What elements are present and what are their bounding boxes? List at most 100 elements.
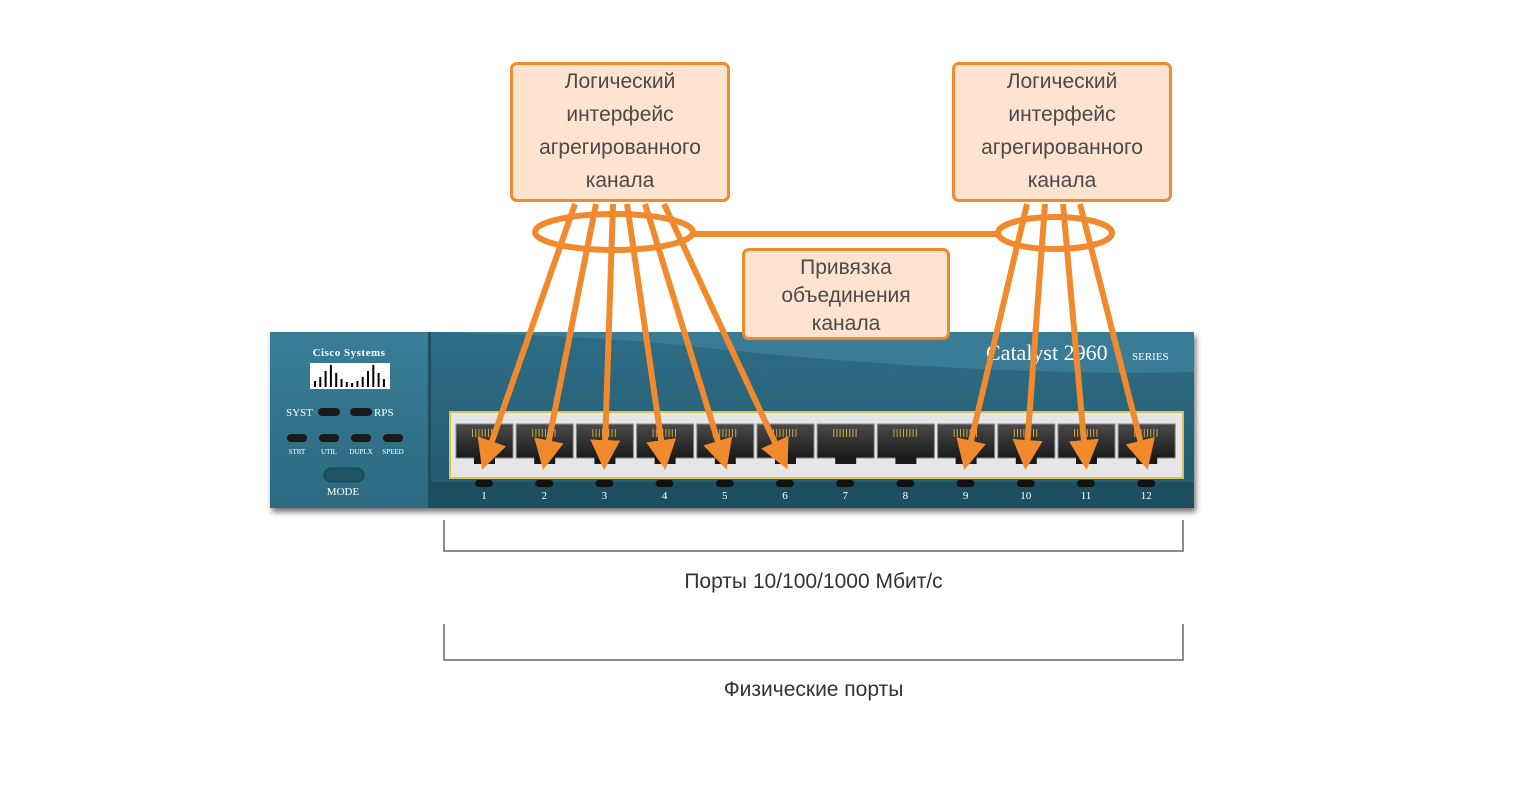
port-pin (896, 429, 898, 437)
callout-line: интерфейс (1008, 103, 1116, 126)
port-pin (1020, 429, 1022, 437)
port-pin (773, 429, 774, 437)
port-pin (915, 429, 917, 437)
port-pin (1017, 429, 1018, 437)
port-jack (756, 423, 815, 459)
port-pin (598, 429, 600, 437)
port-tab (474, 456, 495, 464)
port-pin (605, 429, 607, 437)
port-pin (655, 429, 657, 437)
cisco-logo-bars (314, 365, 385, 387)
port-pin (659, 429, 660, 437)
port-pin (668, 429, 670, 437)
port-number: 5 (722, 490, 728, 502)
port-tab (534, 456, 556, 464)
port-jack (997, 423, 1056, 459)
series-label: SERIES (1132, 351, 1169, 363)
port-number: 4 (662, 490, 668, 502)
port-pin (732, 429, 733, 437)
port-tab (1136, 456, 1158, 464)
port-led (836, 480, 855, 487)
speed-led (383, 434, 403, 442)
port-pin (785, 429, 787, 437)
physical-ports-caption: Физические порты (723, 678, 904, 701)
strt-label: STRT (289, 448, 306, 456)
port-tab (1076, 456, 1097, 464)
port-pin (795, 429, 797, 437)
port-pin (716, 429, 717, 437)
port-pin (893, 429, 895, 437)
port-pin (792, 429, 794, 437)
left-aggregation-ellipse (532, 211, 696, 253)
port-pin (735, 429, 737, 437)
port-pin (611, 429, 613, 437)
callout-line: агрегированного (981, 136, 1143, 159)
logo-bar (372, 365, 375, 387)
port-pin (614, 429, 616, 437)
channel-binding-callout: Привязка объединения канала (742, 248, 950, 340)
syst-led (318, 408, 340, 416)
port-pin (722, 429, 724, 437)
port-pin (538, 429, 540, 437)
duplx-label: DUPLX (349, 448, 372, 456)
logo-bar (335, 373, 338, 387)
port-jack (1057, 423, 1116, 459)
port-pin (484, 429, 486, 437)
callout-line: Логический (564, 70, 676, 93)
port-tab (895, 456, 917, 464)
port-pin (472, 429, 473, 437)
port-number: 3 (602, 490, 608, 502)
syst-label: SYST (286, 407, 313, 419)
callout-line: канала (585, 169, 655, 192)
logo-bar (377, 373, 380, 387)
port-pin (1036, 429, 1038, 437)
logo-bar (345, 382, 348, 387)
port-pin (1013, 429, 1015, 437)
port-pin (963, 429, 965, 437)
port-led (956, 480, 975, 487)
port-pin (1096, 429, 1098, 437)
port-pin (1086, 429, 1088, 437)
port-pin (725, 429, 727, 437)
port-pin (665, 429, 667, 437)
logo-bar (314, 381, 316, 387)
port-jack (515, 423, 574, 459)
strt-led (287, 434, 307, 442)
port-pin (779, 429, 781, 437)
port-tab (775, 456, 796, 464)
mode-button[interactable] (323, 467, 365, 483)
port-pin (852, 429, 854, 437)
port-tab (1015, 456, 1037, 464)
logo-bar (329, 365, 332, 387)
callout-line: Привязка (800, 256, 892, 279)
port-number: 1 (481, 490, 487, 502)
port-number: 6 (782, 490, 788, 502)
port-led (655, 480, 674, 487)
port-jack (876, 423, 935, 459)
mode-label: MODE (327, 486, 360, 498)
port-pin (976, 429, 977, 437)
port-jack (455, 423, 514, 459)
logo-bar (367, 371, 369, 387)
port-pin (909, 429, 911, 437)
port-pin (953, 429, 955, 437)
port-led (715, 480, 734, 487)
port-number: 9 (963, 490, 969, 502)
callout-line: Логический (1006, 70, 1118, 93)
port-led (776, 480, 794, 487)
callout-line: канала (811, 312, 881, 335)
port-pin (906, 429, 908, 437)
logo-bar (382, 379, 385, 387)
speed-label: SPEED (382, 448, 403, 456)
port-pin (912, 429, 914, 437)
port-pin (956, 429, 958, 437)
port-led (1077, 480, 1095, 487)
port-jack (937, 423, 996, 459)
port-pin (1137, 429, 1139, 437)
port-pin (1156, 429, 1158, 437)
port-pin (1134, 429, 1136, 437)
cisco-logo-bars-bg (310, 363, 390, 389)
port-pin (652, 429, 654, 437)
callout-line: объединения (781, 284, 911, 307)
port-pin (662, 429, 664, 437)
